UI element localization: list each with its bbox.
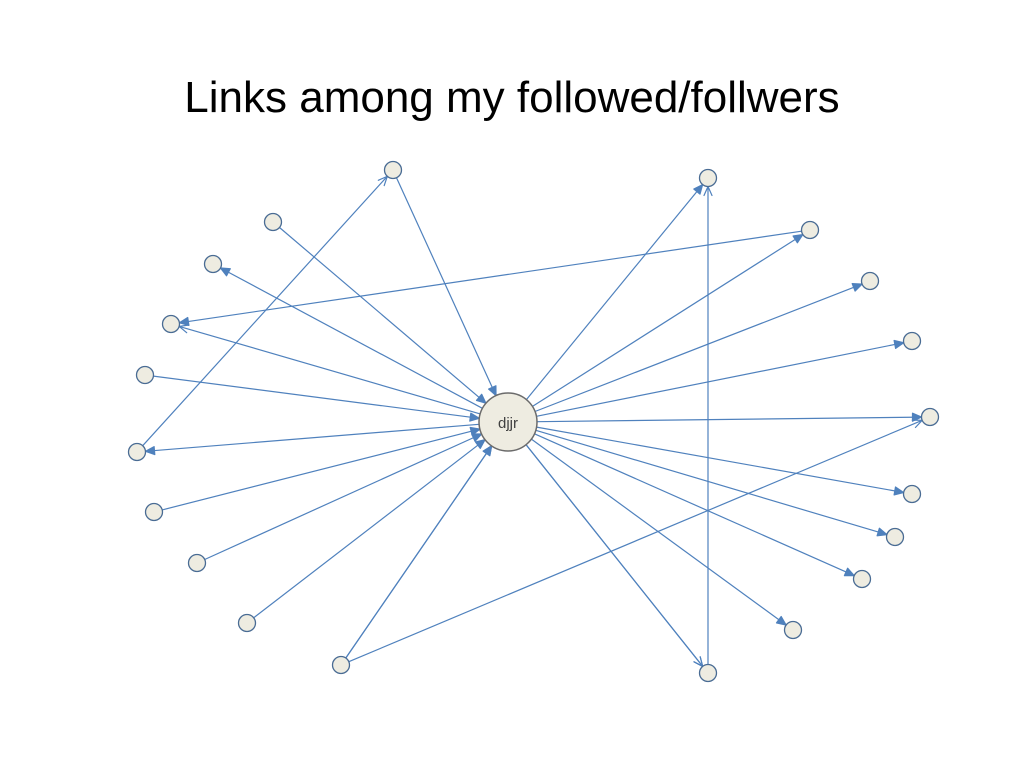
edge-line	[204, 433, 482, 561]
graph-node-R4[interactable]	[902, 331, 922, 351]
edge-hub-to-R2	[532, 234, 804, 407]
edge-line	[535, 429, 888, 536]
edge-line	[536, 342, 904, 417]
edge-line	[253, 439, 486, 619]
arrow-head	[474, 439, 486, 449]
edge-line	[145, 423, 480, 452]
edge-hub-to-L6	[144, 423, 480, 456]
graph-node-L1[interactable]	[383, 160, 403, 180]
graph-node-R3[interactable]	[860, 271, 880, 291]
arrow-head	[876, 527, 888, 537]
graph-node-R6[interactable]	[902, 484, 922, 504]
edge-L1-to-hub	[395, 177, 497, 397]
edge-hub-to-R3	[534, 283, 863, 413]
slide-title: Links among my followed/follwers	[184, 73, 840, 122]
arrow-head	[144, 446, 156, 456]
edge-line	[525, 184, 704, 400]
arrow-head	[482, 445, 493, 457]
edge-line	[536, 426, 904, 494]
edge-line	[153, 375, 480, 419]
edge-hub-to-R7	[535, 429, 888, 537]
edge-line	[532, 234, 804, 407]
arrow-head	[893, 339, 905, 349]
graph-node-L2[interactable]	[263, 212, 283, 232]
hub-label: djjr	[498, 415, 518, 432]
edge-hub-to-R4	[536, 339, 905, 417]
edge-hub-to-R6	[536, 426, 905, 496]
edge-hub-to-R9	[531, 438, 787, 626]
graph-node-L5[interactable]	[135, 365, 155, 385]
edge-line	[179, 325, 481, 415]
graph-node-L3[interactable]	[203, 254, 223, 274]
graph-node-R10[interactable]	[698, 663, 718, 683]
arrow-head	[775, 615, 787, 626]
edge-line	[279, 227, 487, 404]
arrow-head	[475, 393, 487, 404]
arrow-head	[893, 486, 905, 496]
hub-layer: djjr	[478, 392, 538, 452]
arrow-head	[469, 412, 480, 422]
graph-node-L4[interactable]	[161, 314, 181, 334]
edge-L6-to-L1	[142, 175, 389, 447]
arrow-head	[488, 385, 497, 397]
edge-line	[395, 177, 497, 396]
graph-node-R7[interactable]	[885, 527, 905, 547]
edge-line	[162, 428, 481, 511]
edge-line	[345, 445, 493, 659]
edge-L8-to-hub	[204, 433, 483, 561]
edge-line	[220, 267, 483, 409]
edge-L9-to-hub	[253, 439, 486, 619]
graph-node-R8[interactable]	[852, 569, 872, 589]
edges-layer	[142, 175, 924, 668]
arrow-head	[792, 234, 804, 244]
arrow-head	[693, 184, 704, 195]
arrow-head	[911, 412, 923, 422]
edge-hub-to-R1	[525, 184, 704, 400]
edge-hub-to-R8	[534, 433, 855, 577]
edge-line	[534, 433, 855, 577]
arrow-head	[219, 267, 231, 277]
edge-line	[531, 438, 787, 626]
arrow-head	[471, 433, 483, 442]
arrow-head	[178, 316, 190, 326]
edge-line	[142, 175, 388, 447]
arrow-head	[851, 283, 863, 292]
graph-node-L6[interactable]	[127, 442, 147, 462]
edge-line	[536, 416, 922, 423]
edge-L11-to-R4	[348, 419, 924, 663]
edge-hub-to-R5	[536, 412, 923, 423]
edge-L2-to-hub	[279, 227, 487, 404]
graph-node-R2[interactable]	[800, 220, 820, 240]
hub-node[interactable]	[478, 392, 538, 452]
edge-line	[179, 230, 802, 324]
edge-hub-to-L4	[177, 324, 481, 415]
edge-line	[534, 283, 863, 413]
arrow-head	[843, 567, 855, 577]
edge-R2-to-L4	[178, 230, 802, 326]
edge-line	[525, 444, 704, 667]
graph-node-L10[interactable]	[331, 655, 351, 675]
graph-node-R9[interactable]	[783, 620, 803, 640]
edge-L7-to-hub	[162, 426, 481, 511]
arrow-head	[469, 426, 481, 436]
graph-node-L7[interactable]	[144, 502, 164, 522]
graph-node-R1[interactable]	[698, 168, 718, 188]
edge-hub-to-L3	[219, 267, 483, 409]
edge-line	[348, 419, 923, 663]
graph-node-L9[interactable]	[237, 613, 257, 633]
edge-R10-to-R1	[703, 185, 713, 665]
edge-L11-to-hub	[345, 445, 493, 659]
edge-L5-to-hub	[153, 375, 480, 422]
edge-hub-to-R11	[525, 444, 704, 668]
nodes-layer	[127, 160, 940, 683]
graph-node-R5[interactable]	[920, 407, 940, 427]
graph-node-L8[interactable]	[187, 553, 207, 573]
